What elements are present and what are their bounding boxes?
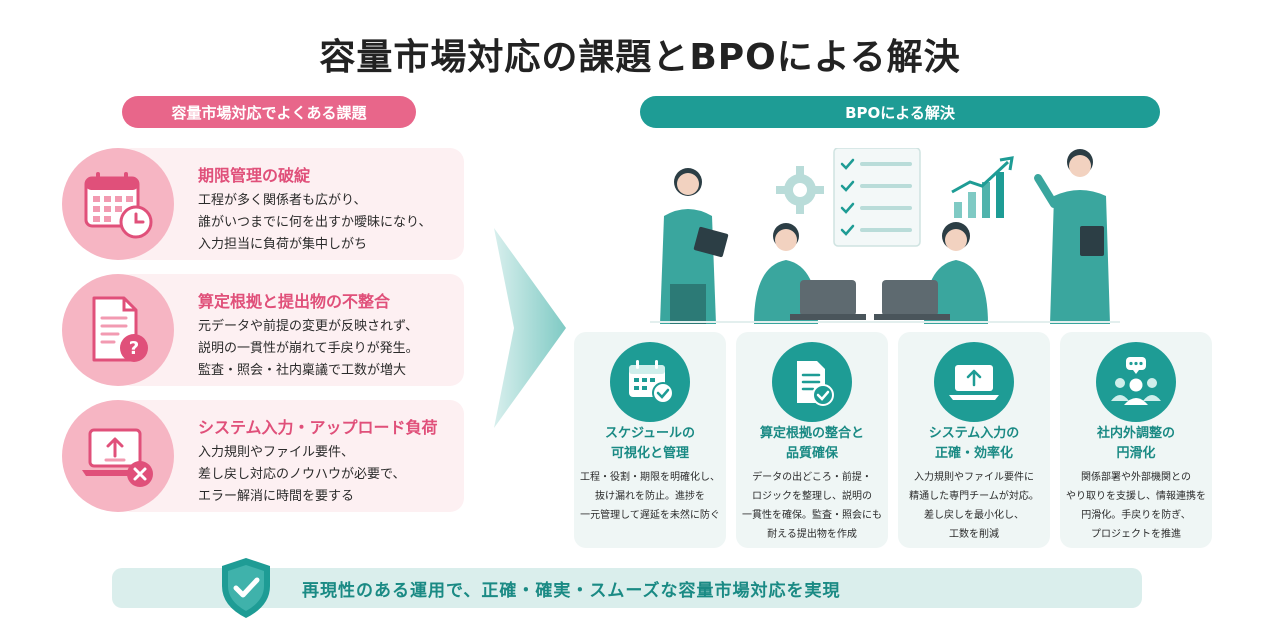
solution-line: 一貫性を確保。監査・照会にも <box>742 510 882 521</box>
problem-description: 元データや前提の変更が反映されず、 説明の一貫性が崩れて手戻りが発生。 監査・照… <box>198 316 460 382</box>
solution-line: ロジックを整理し、説明の <box>752 491 872 502</box>
solutions-header: BPOによる解決 <box>640 96 1160 128</box>
solution-card-schedule: スケジュールの 可視化と管理 工程・役割・期限を明確化し、 抜け漏れを防止。進捗… <box>574 332 726 548</box>
problem-title: 期限管理の破綻 <box>198 166 311 185</box>
solution-title: 算定根拠の整合と 品質確保 <box>736 424 888 464</box>
solution-description: 関係部署や外部機関との やり取りを支援し、情報連携を 円滑化。手戻りを防ぎ、 プ… <box>1060 468 1212 544</box>
checklist-icon <box>833 148 921 247</box>
solution-title-line: スケジュールの <box>604 426 696 441</box>
person-man-laptop <box>754 223 866 324</box>
solution-line: 耐える提出物を作成 <box>767 529 857 540</box>
solution-title-line: 正確・効率化 <box>934 446 1013 461</box>
solution-title-line: システム入力の <box>928 426 1020 441</box>
problem-line: 元データや前提の変更が反映されず、 <box>198 319 419 334</box>
solution-description: 入力規則やファイル要件に 精通した専門チームが対応。 差し戻しを最小化し、 工数… <box>898 468 1050 544</box>
problem-card-system-upload: システム入力・アップロード負荷 入力規則やファイル要件、 差し戻し対応のノウハウ… <box>62 400 464 512</box>
solution-title: スケジュールの 可視化と管理 <box>574 424 726 464</box>
person-woman-laptop <box>874 222 988 324</box>
problem-card-deadline: 期限管理の破綻 工程が多く関係者も広がり、 誰がいつまでに何を出すか曖昧になり、… <box>62 148 464 260</box>
solution-description: データの出どころ・前提・ ロジックを整理し、説明の 一貫性を確保。監査・照会にも… <box>736 468 888 544</box>
solution-title: システム入力の 正確・効率化 <box>898 424 1050 464</box>
person-man-standing <box>1034 149 1110 324</box>
shield-check-icon <box>222 558 270 618</box>
solution-icon-circle <box>610 342 690 422</box>
solution-title-line: 社内外調整の <box>1096 426 1175 441</box>
problem-icon-circle: ? <box>62 274 174 386</box>
laptop-upload-error-icon <box>82 428 153 487</box>
solution-line: プロジェクトを推進 <box>1091 529 1181 540</box>
solution-card-system-input: システム入力の 正確・効率化 入力規則やファイル要件に 精通した専門チームが対応… <box>898 332 1050 548</box>
summary-text: 再現性のある運用で、正確・確実・スムーズな容量市場対応を実現 <box>302 580 841 601</box>
solution-line: 工数を削減 <box>949 529 999 540</box>
calendar-clock-icon <box>84 172 153 239</box>
problem-title: 算定根拠と提出物の不整合 <box>198 292 391 311</box>
solution-card-consistency: 算定根拠の整合と 品質確保 データの出どころ・前提・ ロジックを整理し、説明の … <box>736 332 888 548</box>
gear-icon <box>776 166 824 214</box>
solution-line: やり取りを支援し、情報連携を <box>1066 491 1206 502</box>
solution-icon-circle <box>1096 342 1176 422</box>
team-illustration <box>650 148 1120 324</box>
solution-icon-circle <box>772 342 852 422</box>
solution-description: 工程・役割・期限を明確化し、 抜け漏れを防止。進捗を 一元管理して遅延を未然に防… <box>574 468 726 525</box>
summary-banner: 再現性のある運用で、正確・確実・スムーズな容量市場対応を実現 <box>112 568 1142 608</box>
solution-line: 差し戻しを最小化し、 <box>924 510 1024 521</box>
problem-line: エラー解消に時間を要する <box>198 489 355 504</box>
solution-line: 円滑化。手戻りを防ぎ、 <box>1081 510 1191 521</box>
problem-line: 工程が多く関係者も広がり、 <box>198 193 367 208</box>
page-title: 容量市場対応の課題とBPOによる解決 <box>319 37 961 78</box>
problem-line: 監査・照会・社内稟議で工数が増大 <box>198 363 407 378</box>
growth-chart-icon <box>951 156 1014 218</box>
problem-card-bg <box>118 274 464 386</box>
problem-line: 説明の一貫性が崩れて手戻りが発生。 <box>198 341 419 356</box>
solution-line: 精通した専門チームが対応。 <box>909 491 1039 502</box>
problem-line: 入力規則やファイル要件、 <box>198 445 355 460</box>
solution-line: 関係部署や外部機関との <box>1081 472 1191 483</box>
problem-icon-circle <box>62 148 174 260</box>
problem-card-bg <box>118 148 464 260</box>
svg-text:?: ? <box>129 338 139 359</box>
solution-line: 入力規則やファイル要件に <box>914 472 1034 483</box>
solution-title-line: 可視化と管理 <box>610 446 689 461</box>
solution-title-line: 品質確保 <box>785 446 838 461</box>
document-check-icon <box>797 361 834 406</box>
solution-line: データの出どころ・前提・ <box>752 472 872 483</box>
arrow-right-icon <box>494 228 566 428</box>
document-question-icon: ? <box>92 296 148 362</box>
problem-description: 工程が多く関係者も広がり、 誰がいつまでに何を出すか曖昧になり、 入力担当に負荷… <box>198 190 460 256</box>
person-woman-clipboard <box>660 168 729 324</box>
laptop-upload-icon <box>949 365 999 400</box>
problem-card-bg <box>118 400 464 512</box>
solution-title-line: 算定根拠の整合と <box>759 426 864 441</box>
calendar-check-icon <box>629 360 674 404</box>
solution-line: 抜け漏れを防止。進捗を <box>595 491 705 502</box>
problem-line: 差し戻し対応のノウハウが必要で、 <box>198 467 406 482</box>
solution-title-line: 円滑化 <box>1116 446 1156 461</box>
solution-line: 一元管理して遅延を未然に防ぐ <box>580 510 720 521</box>
problem-icon-circle <box>62 400 174 512</box>
problem-description: 入力規則やファイル要件、 差し戻し対応のノウハウが必要で、 エラー解消に時間を要… <box>198 442 460 508</box>
solution-card-coordination: 社内外調整の 円滑化 関係部署や外部機関との やり取りを支援し、情報連携を 円滑… <box>1060 332 1212 548</box>
solution-line: 工程・役割・期限を明確化し、 <box>580 472 720 483</box>
solution-title: 社内外調整の 円滑化 <box>1060 424 1212 464</box>
solution-icon-circle <box>934 342 1014 422</box>
problem-line: 誰がいつまでに何を出すか曖昧になり、 <box>198 215 432 230</box>
problem-card-inconsistency: ? 算定根拠と提出物の不整合 元データや前提の変更が反映されず、 説明の一貫性が… <box>62 274 464 386</box>
problem-title: システム入力・アップロード負荷 <box>198 418 438 437</box>
challenges-header: 容量市場対応でよくある課題 <box>122 96 416 128</box>
problem-line: 入力担当に負荷が集中しがち <box>198 237 368 252</box>
people-chat-icon <box>1111 357 1161 405</box>
